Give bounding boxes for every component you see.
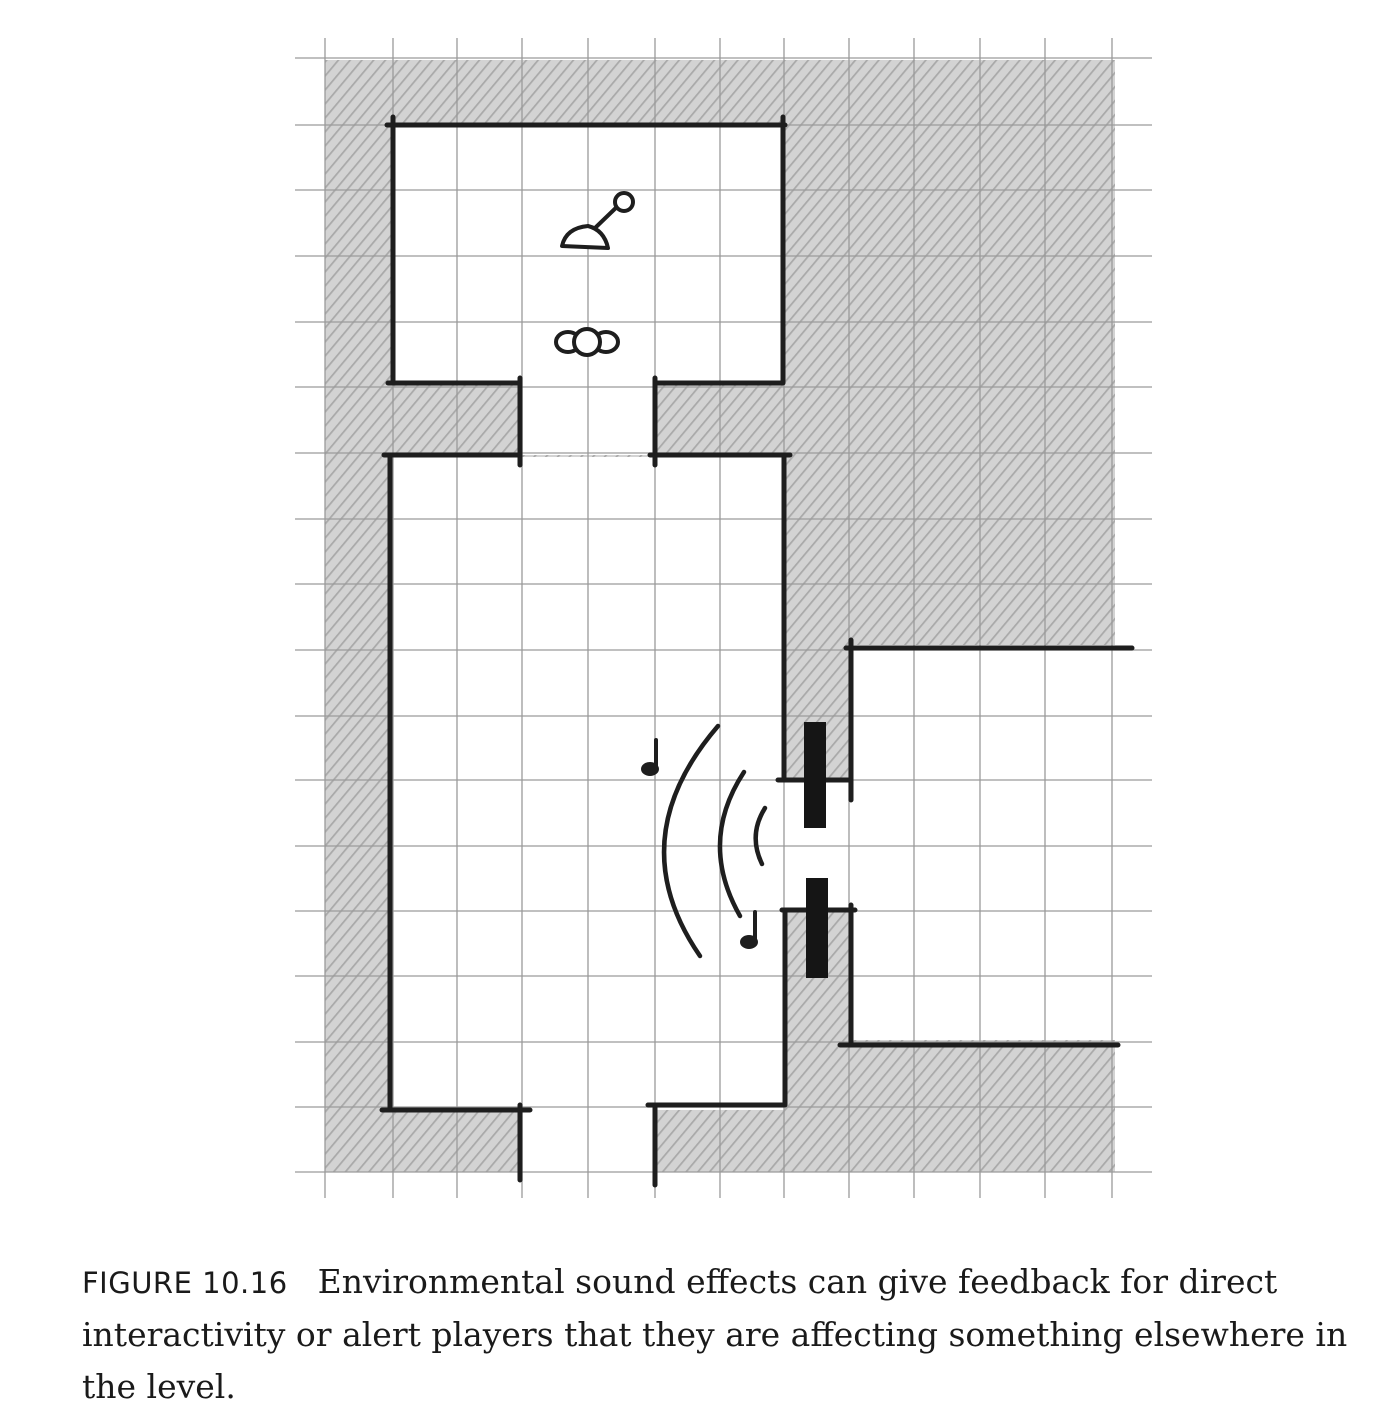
sound-wave-icon [661,723,768,959]
level-map-sketch [295,38,1152,1198]
corridor-wall-left [379,452,533,1183]
grid-lines [295,38,1152,1198]
door-panel-top [804,722,826,828]
door-panel-bottom [806,878,828,978]
sound-wave-medium [717,769,747,919]
figure-label: FIGURE 10.16 [82,1266,288,1300]
sound-wave-large [661,723,721,959]
upper-room-wall [384,114,788,468]
music-note-icon [641,738,659,776]
music-note-icon [740,910,758,949]
figure-caption-text: Environmental sound effects can give fee… [82,1262,1348,1406]
lever-icon [560,191,635,250]
player-icon [554,327,620,357]
solid-area [325,60,1115,1172]
door-icon [804,722,828,978]
sound-wave-small [753,805,768,867]
